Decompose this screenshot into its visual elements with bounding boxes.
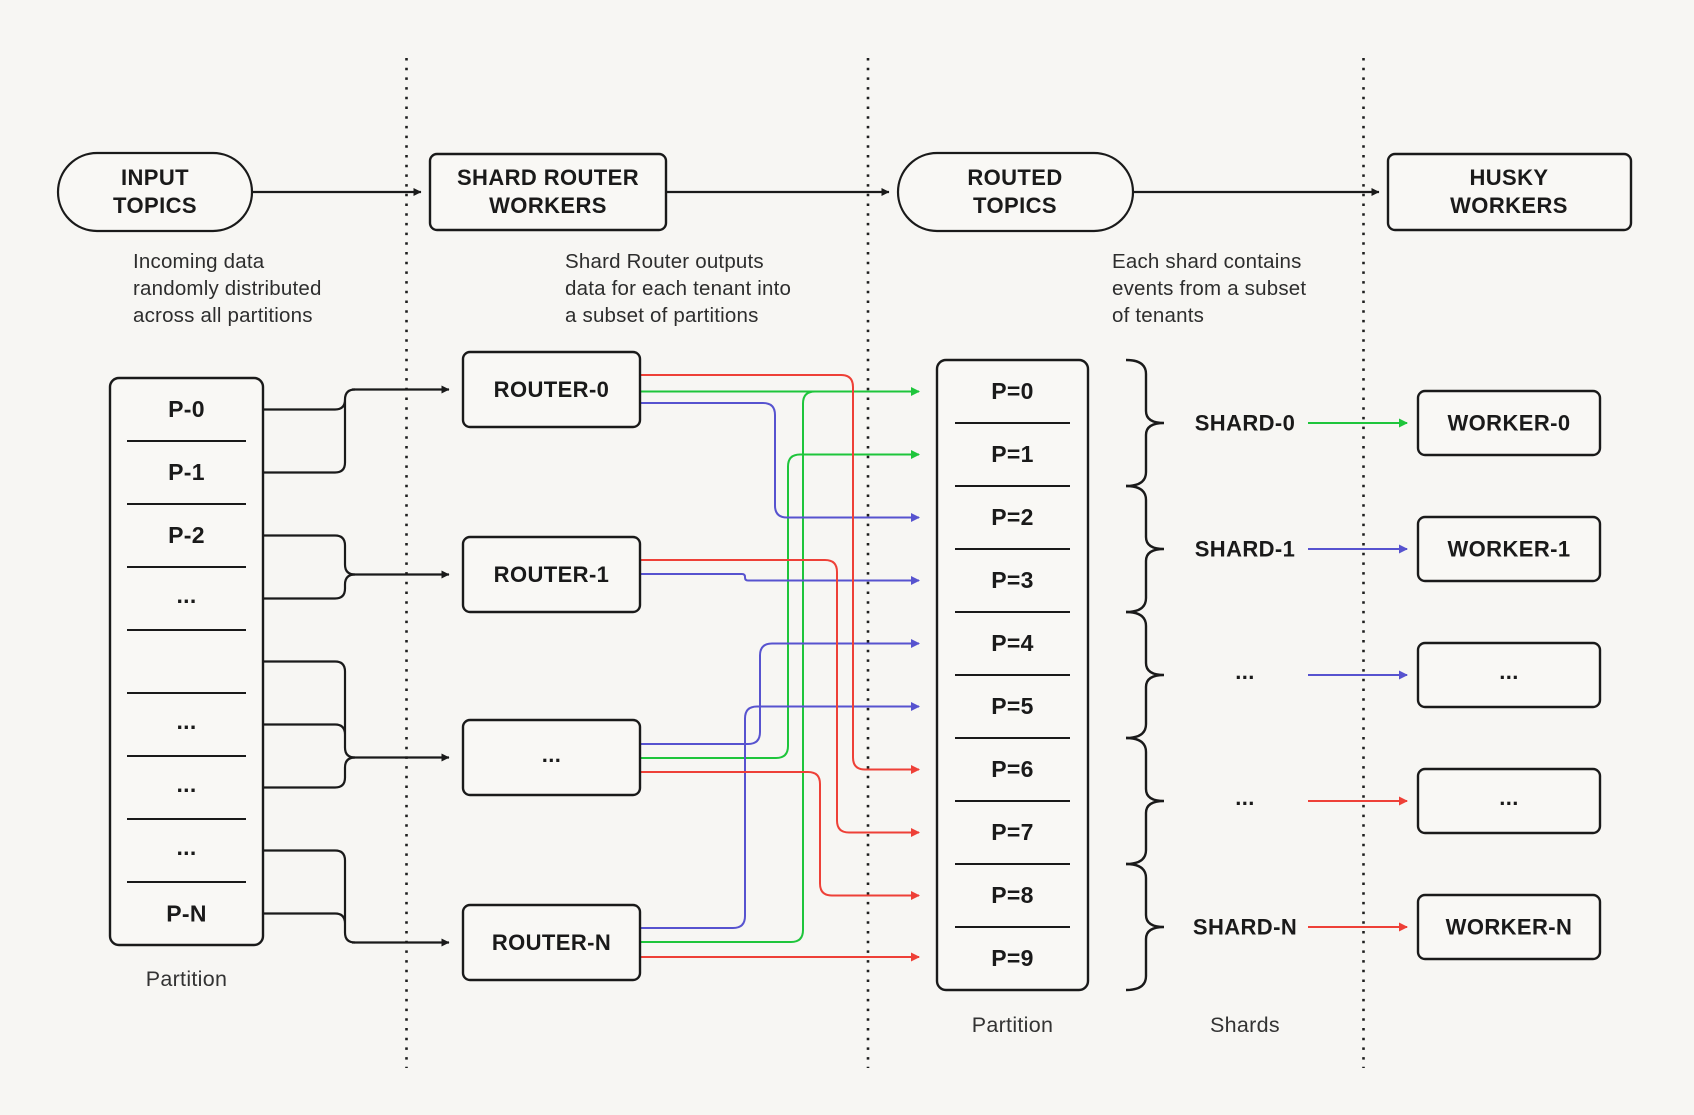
routed-partition-axis-label: Partition xyxy=(972,1013,1054,1037)
caption-shardrouter-line3: a subset of partitions xyxy=(565,304,759,327)
merge-lines-routerN xyxy=(263,849,356,944)
input-partition-row-7: ... xyxy=(176,834,196,860)
connector-red-router2-p8 xyxy=(640,771,920,900)
shard-n-label: SHARD-N xyxy=(1193,915,1297,940)
routed-partition-row-7: P=7 xyxy=(991,819,1033,845)
brace-shard-3 xyxy=(1125,736,1165,866)
worker-ellipsis-box-2 xyxy=(1416,767,1602,835)
husky-workers-box xyxy=(1386,152,1633,232)
input-partition-row-3: ... xyxy=(176,582,196,608)
worker-ellipsis-label-2: ... xyxy=(1499,785,1519,810)
connector-blue-router1-p3 xyxy=(640,573,920,585)
input-topics-pill xyxy=(56,151,254,233)
brace-shard-2 xyxy=(1125,610,1165,740)
router-1-box xyxy=(461,535,642,614)
routed-partition-row-5: P=5 xyxy=(991,693,1033,719)
caption-shardrouter-line2: data for each tenant into xyxy=(565,277,791,300)
router-ellipsis-box xyxy=(461,718,642,797)
connector-blue-routerN-p5 xyxy=(640,702,920,929)
connector-blue-router0-p2 xyxy=(640,402,920,522)
input-partition-row-0: P-0 xyxy=(168,396,205,422)
router-ellipsis-label: ... xyxy=(542,742,562,767)
router-1-label: ROUTER-1 xyxy=(494,562,610,587)
worker-0-label: WORKER-0 xyxy=(1448,411,1571,436)
routed-partition-row-8: P=8 xyxy=(991,882,1033,908)
worker-1-box xyxy=(1416,515,1602,583)
caption-routed-line1: Each shard contains xyxy=(1112,250,1302,273)
routed-partition-row-1: P=1 xyxy=(991,441,1033,467)
input-partition-row-8: P-N xyxy=(166,901,207,927)
caption-input-line3: across all partitions xyxy=(133,304,313,327)
router-0-label: ROUTER-0 xyxy=(494,377,610,402)
routed-partition-row-2: P=2 xyxy=(991,504,1033,530)
router-n-label: ROUTER-N xyxy=(492,930,611,955)
routed-partition-row-4: P=4 xyxy=(991,630,1033,656)
shard-ellipsis-label-2: ... xyxy=(1235,785,1255,810)
shard-router-workers-line1: SHARD ROUTER xyxy=(457,165,639,190)
input-partition-axis-label: Partition xyxy=(146,967,228,991)
input-partition-row-2: P-2 xyxy=(168,522,205,548)
brace-shard-1 xyxy=(1125,484,1165,614)
routed-topics-pill xyxy=(896,151,1135,233)
routed-partition-row-0: P=0 xyxy=(991,378,1033,404)
input-partition-box xyxy=(108,376,265,947)
worker-1-label: WORKER-1 xyxy=(1448,537,1571,562)
shard-1-label: SHARD-1 xyxy=(1195,537,1296,562)
connector-red-router1-p7 xyxy=(640,559,920,837)
shard-router-workers-line2: WORKERS xyxy=(489,193,607,218)
router-n-box xyxy=(461,903,642,982)
shards-axis-label: Shards xyxy=(1210,1013,1280,1037)
routed-topics-line1: ROUTED xyxy=(967,165,1062,190)
worker-n-label: WORKER-N xyxy=(1446,915,1573,940)
caption-routed-line3: of tenants xyxy=(1112,304,1204,327)
merge-lines-router2 xyxy=(263,660,356,789)
connector-red-router0-p6 xyxy=(640,374,920,774)
routed-partition-row-6: P=6 xyxy=(991,756,1033,782)
merge-lines-router0 xyxy=(263,388,356,474)
caption-input-line1: Incoming data xyxy=(133,250,265,273)
caption-routed-line2: events from a subset xyxy=(1112,277,1306,300)
input-partition-separators xyxy=(127,440,246,883)
connector-green-routerN-p0 xyxy=(640,390,910,943)
input-partition-row-6: ... xyxy=(176,771,196,797)
connector-green-router2-p1 xyxy=(640,450,920,759)
connector-blue-router2-p4 xyxy=(640,639,920,745)
shard-0-label: SHARD-0 xyxy=(1195,411,1296,436)
shard-ellipsis-label-1: ... xyxy=(1235,659,1255,684)
caption-input-line2: randomly distributed xyxy=(133,277,322,300)
worker-0-box xyxy=(1416,389,1602,457)
worker-ellipsis-label-1: ... xyxy=(1499,659,1519,684)
husky-workers-line2: WORKERS xyxy=(1450,193,1568,218)
input-partition-row-5: ... xyxy=(176,708,196,734)
brace-shard-0 xyxy=(1125,358,1165,488)
routed-partition-separators xyxy=(955,422,1070,928)
husky-workers-line1: HUSKY xyxy=(1469,165,1548,190)
routed-partition-row-3: P=3 xyxy=(991,567,1033,593)
input-topics-line2: TOPICS xyxy=(113,193,197,218)
input-topics-line1: INPUT xyxy=(121,165,189,190)
routed-partition-row-9: P=9 xyxy=(991,945,1033,971)
worker-n-box xyxy=(1416,893,1602,961)
merge-lines-router1 xyxy=(263,534,356,600)
shard-router-workers-box xyxy=(428,152,668,232)
worker-ellipsis-box-1 xyxy=(1416,641,1602,709)
router-0-box xyxy=(461,350,642,429)
routed-topics-line2: TOPICS xyxy=(973,193,1057,218)
caption-shardrouter-line1: Shard Router outputs xyxy=(565,250,764,273)
brace-shard-n xyxy=(1125,862,1165,992)
input-partition-row-1: P-1 xyxy=(168,459,205,485)
